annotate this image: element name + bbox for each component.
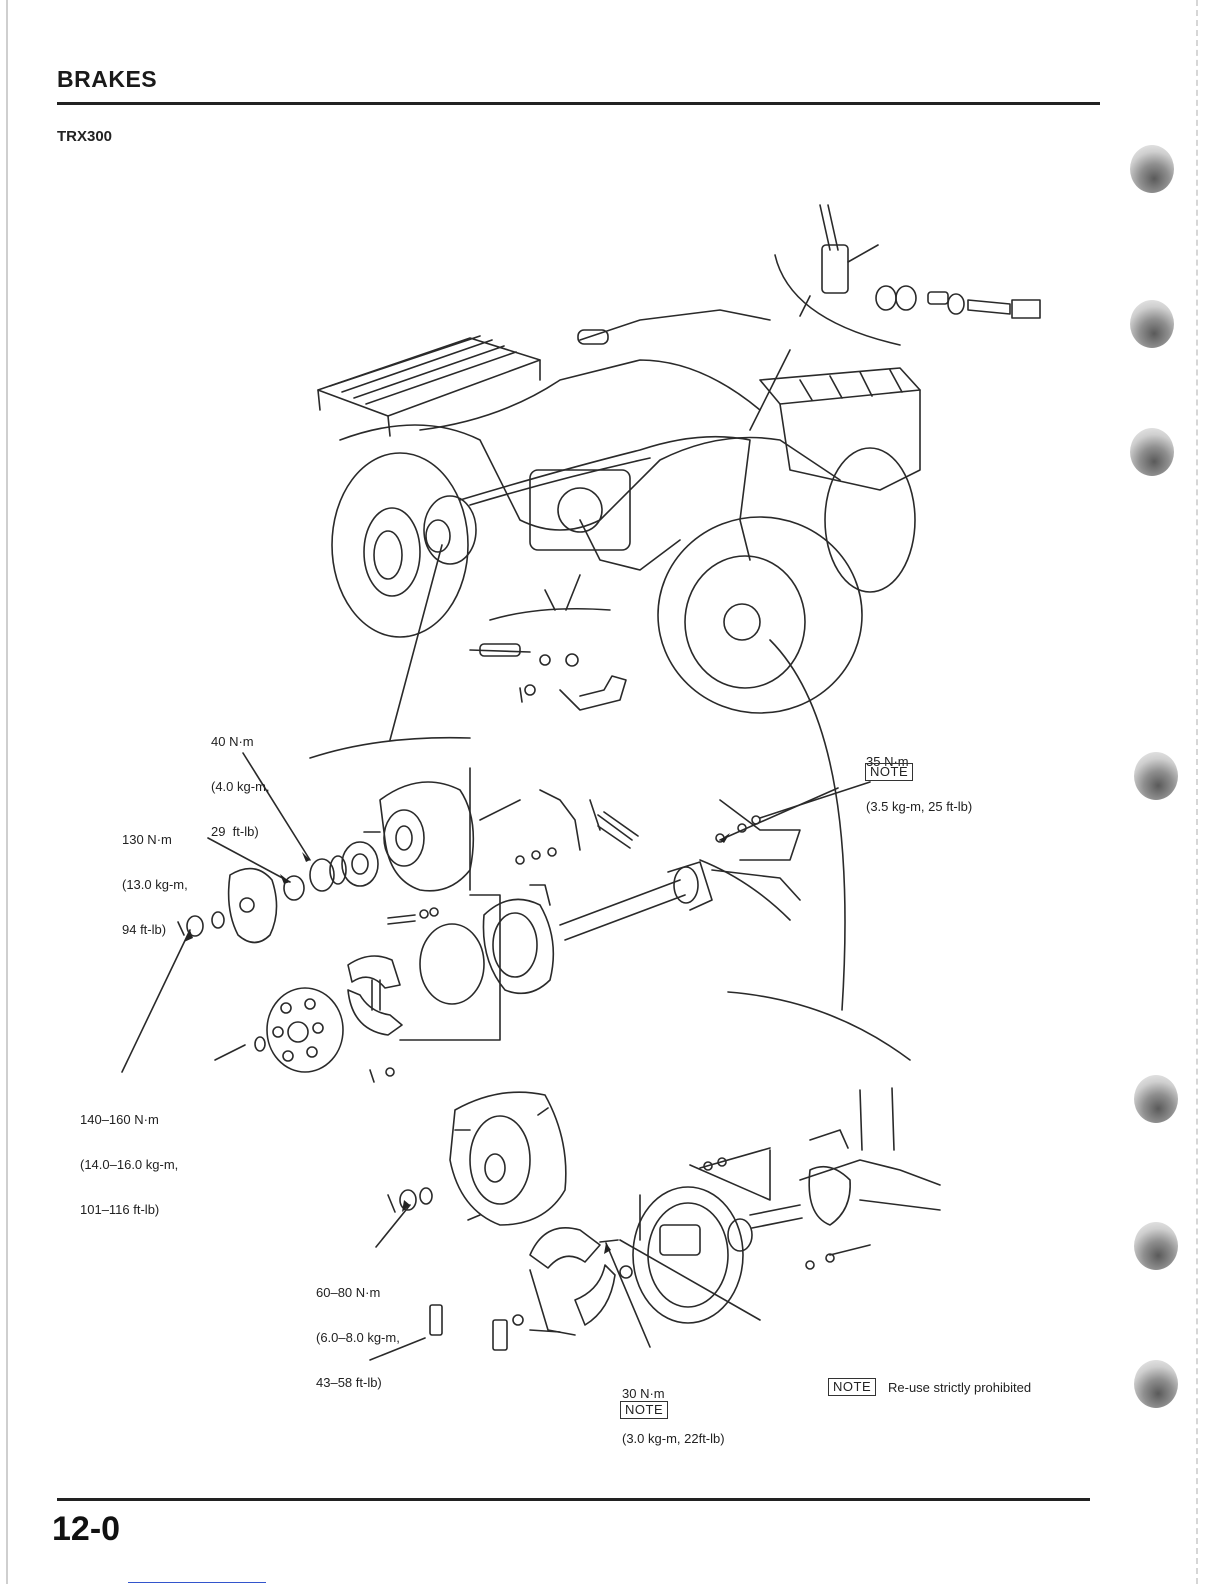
binder-hole: [1130, 428, 1174, 476]
binder-hole: [1134, 1360, 1178, 1408]
atv-illustration: [317, 309, 921, 714]
torque-spec-front-axle-nut: 60–80 N·m (6.0–8.0 kg-m, 43–58 ft-lb): [316, 1255, 400, 1405]
torque-kgm: (4.0 kg-m,: [211, 779, 270, 794]
header-rule: [57, 102, 1100, 105]
torque-ftlb: 43–58 ft-lb): [316, 1375, 382, 1390]
legend-text: Re-use strictly prohibited: [888, 1380, 1032, 1395]
torque-value: 60–80 N·m: [316, 1285, 381, 1300]
note-badge: NOTE: [865, 763, 914, 781]
torque-spec-caliper-bolt: 35 N·m (3.5 kg-m, 25 ft-lb): [866, 724, 972, 829]
torque-kgm: (13.0 kg-m,: [122, 877, 188, 892]
torque-value: 30 N·m: [622, 1386, 665, 1401]
torque-spec-drum-nut: 140–160 N·m (14.0–16.0 kg-m, 101–116 ft-…: [80, 1082, 178, 1232]
bottom-link-underline: [128, 1582, 266, 1583]
binder-hole: [1130, 145, 1174, 193]
torque-ftlb: 29 ft-lb): [211, 824, 259, 839]
torque-ftlb: 94 ft-lb): [122, 922, 167, 937]
perforation-line: [1196, 0, 1198, 1584]
torque-ftlb: 101–116 ft-lb): [80, 1202, 160, 1217]
note-badge: NOTE: [620, 1401, 669, 1419]
torque-kgm: (6.0–8.0 kg-m,: [316, 1330, 400, 1345]
torque-spec-rear-axle-nut: 40 N·m (4.0 kg-m, 29 ft-lb): [211, 704, 270, 854]
binder-hole: [1134, 1075, 1178, 1123]
torque-value: 130 N·m: [122, 832, 172, 847]
torque-kgm-ftlb: (3.0 kg-m, 22ft-lb): [622, 1431, 725, 1446]
torque-value: 35 N·m: [866, 754, 909, 769]
binder-hole: [1134, 1222, 1178, 1270]
torque-kgm: (14.0–16.0 kg-m,: [80, 1157, 179, 1172]
footer-rule: [57, 1498, 1090, 1501]
binder-hole: [1130, 300, 1174, 348]
page-number: 12-0: [52, 1510, 121, 1548]
torque-value: 40 N·m: [211, 734, 254, 749]
binder-hole: [1134, 752, 1178, 800]
model-label: TRX300: [57, 128, 113, 145]
torque-spec-panel-bolt: 30 N·m (3.0 kg-m, 22ft-lb): [622, 1356, 725, 1461]
torque-spec-hub-nut: 130 N·m (13.0 kg-m, 94 ft-lb): [122, 802, 188, 952]
section-title: BRAKES: [57, 66, 158, 92]
torque-kgm-ftlb: (3.5 kg-m, 25 ft-lb): [866, 799, 973, 814]
binder-edge: [6, 0, 8, 1584]
legend-note-badge: NOTE: [828, 1378, 877, 1396]
torque-value: 140–160 N·m: [80, 1112, 159, 1127]
